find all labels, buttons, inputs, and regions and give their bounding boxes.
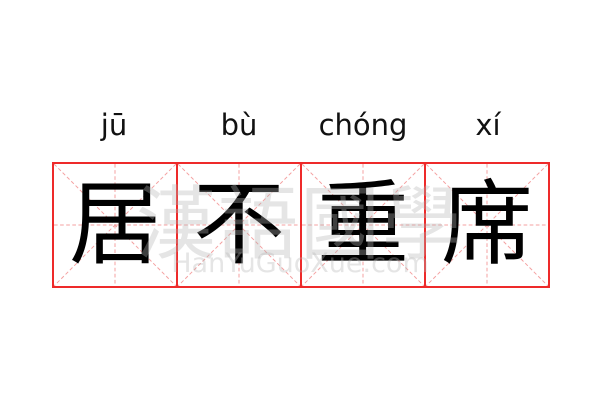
character-0: 居 [68, 171, 161, 278]
grid-cell: 居 [54, 164, 176, 286]
grid-cell: 重 [300, 164, 424, 286]
grid-cell: 席 [424, 164, 548, 286]
character-grid: 居 不 重 席 [52, 162, 550, 288]
pinyin-0: jū [100, 108, 128, 142]
grid-guides [178, 164, 300, 286]
grid-cell: 不 [176, 164, 300, 286]
grid-guides [302, 164, 424, 286]
character-3: 席 [440, 171, 533, 278]
grid-guides [426, 164, 548, 286]
character-1: 不 [192, 171, 285, 278]
pinyin-2: chóng [318, 108, 408, 142]
pinyin-1: bù [220, 108, 258, 142]
character-2: 重 [316, 171, 409, 278]
pinyin-3: xí [475, 108, 501, 142]
grid-guides [54, 164, 176, 286]
